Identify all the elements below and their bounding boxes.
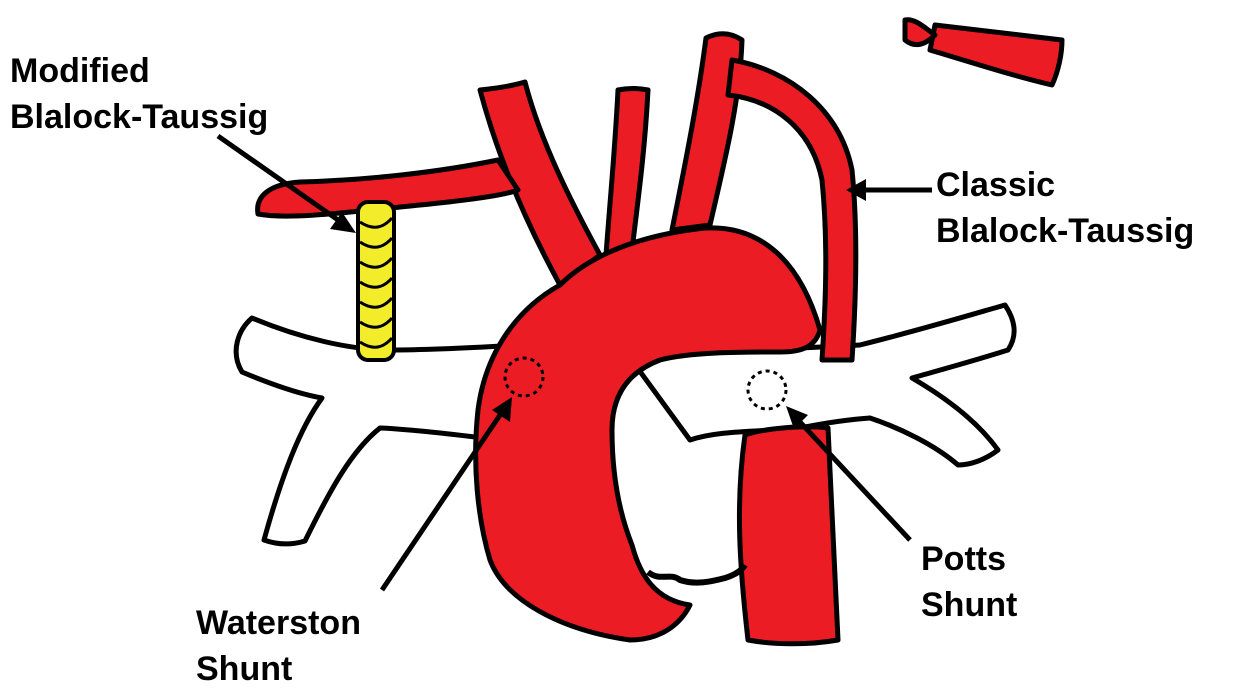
label-modified-blalock-taussig: Modified Blalock-Taussig	[10, 48, 268, 140]
label-waterston-shunt: Waterston Shunt	[196, 600, 361, 692]
label-classic-blalock-taussig: Classic Blalock-Taussig	[936, 162, 1194, 254]
ligated-vessel-end	[905, 20, 935, 45]
label-potts-line1: Potts	[921, 536, 1017, 582]
label-classic-line2: Blalock-Taussig	[936, 208, 1194, 254]
label-modified-line2: Blalock-Taussig	[10, 94, 268, 140]
label-waterston-line1: Waterston	[196, 600, 361, 646]
outflow-scribble	[648, 565, 745, 583]
label-potts-shunt: Potts Shunt	[921, 536, 1017, 628]
label-modified-line1: Modified	[10, 48, 268, 94]
label-waterston-line2: Shunt	[196, 646, 361, 692]
modified-bt-graft	[358, 202, 394, 360]
label-classic-line1: Classic	[936, 162, 1194, 208]
ligated-vessel-fragment	[930, 25, 1062, 85]
label-potts-line2: Shunt	[921, 582, 1017, 628]
left-carotid-artery	[606, 89, 648, 256]
descending-vessel	[739, 427, 838, 644]
